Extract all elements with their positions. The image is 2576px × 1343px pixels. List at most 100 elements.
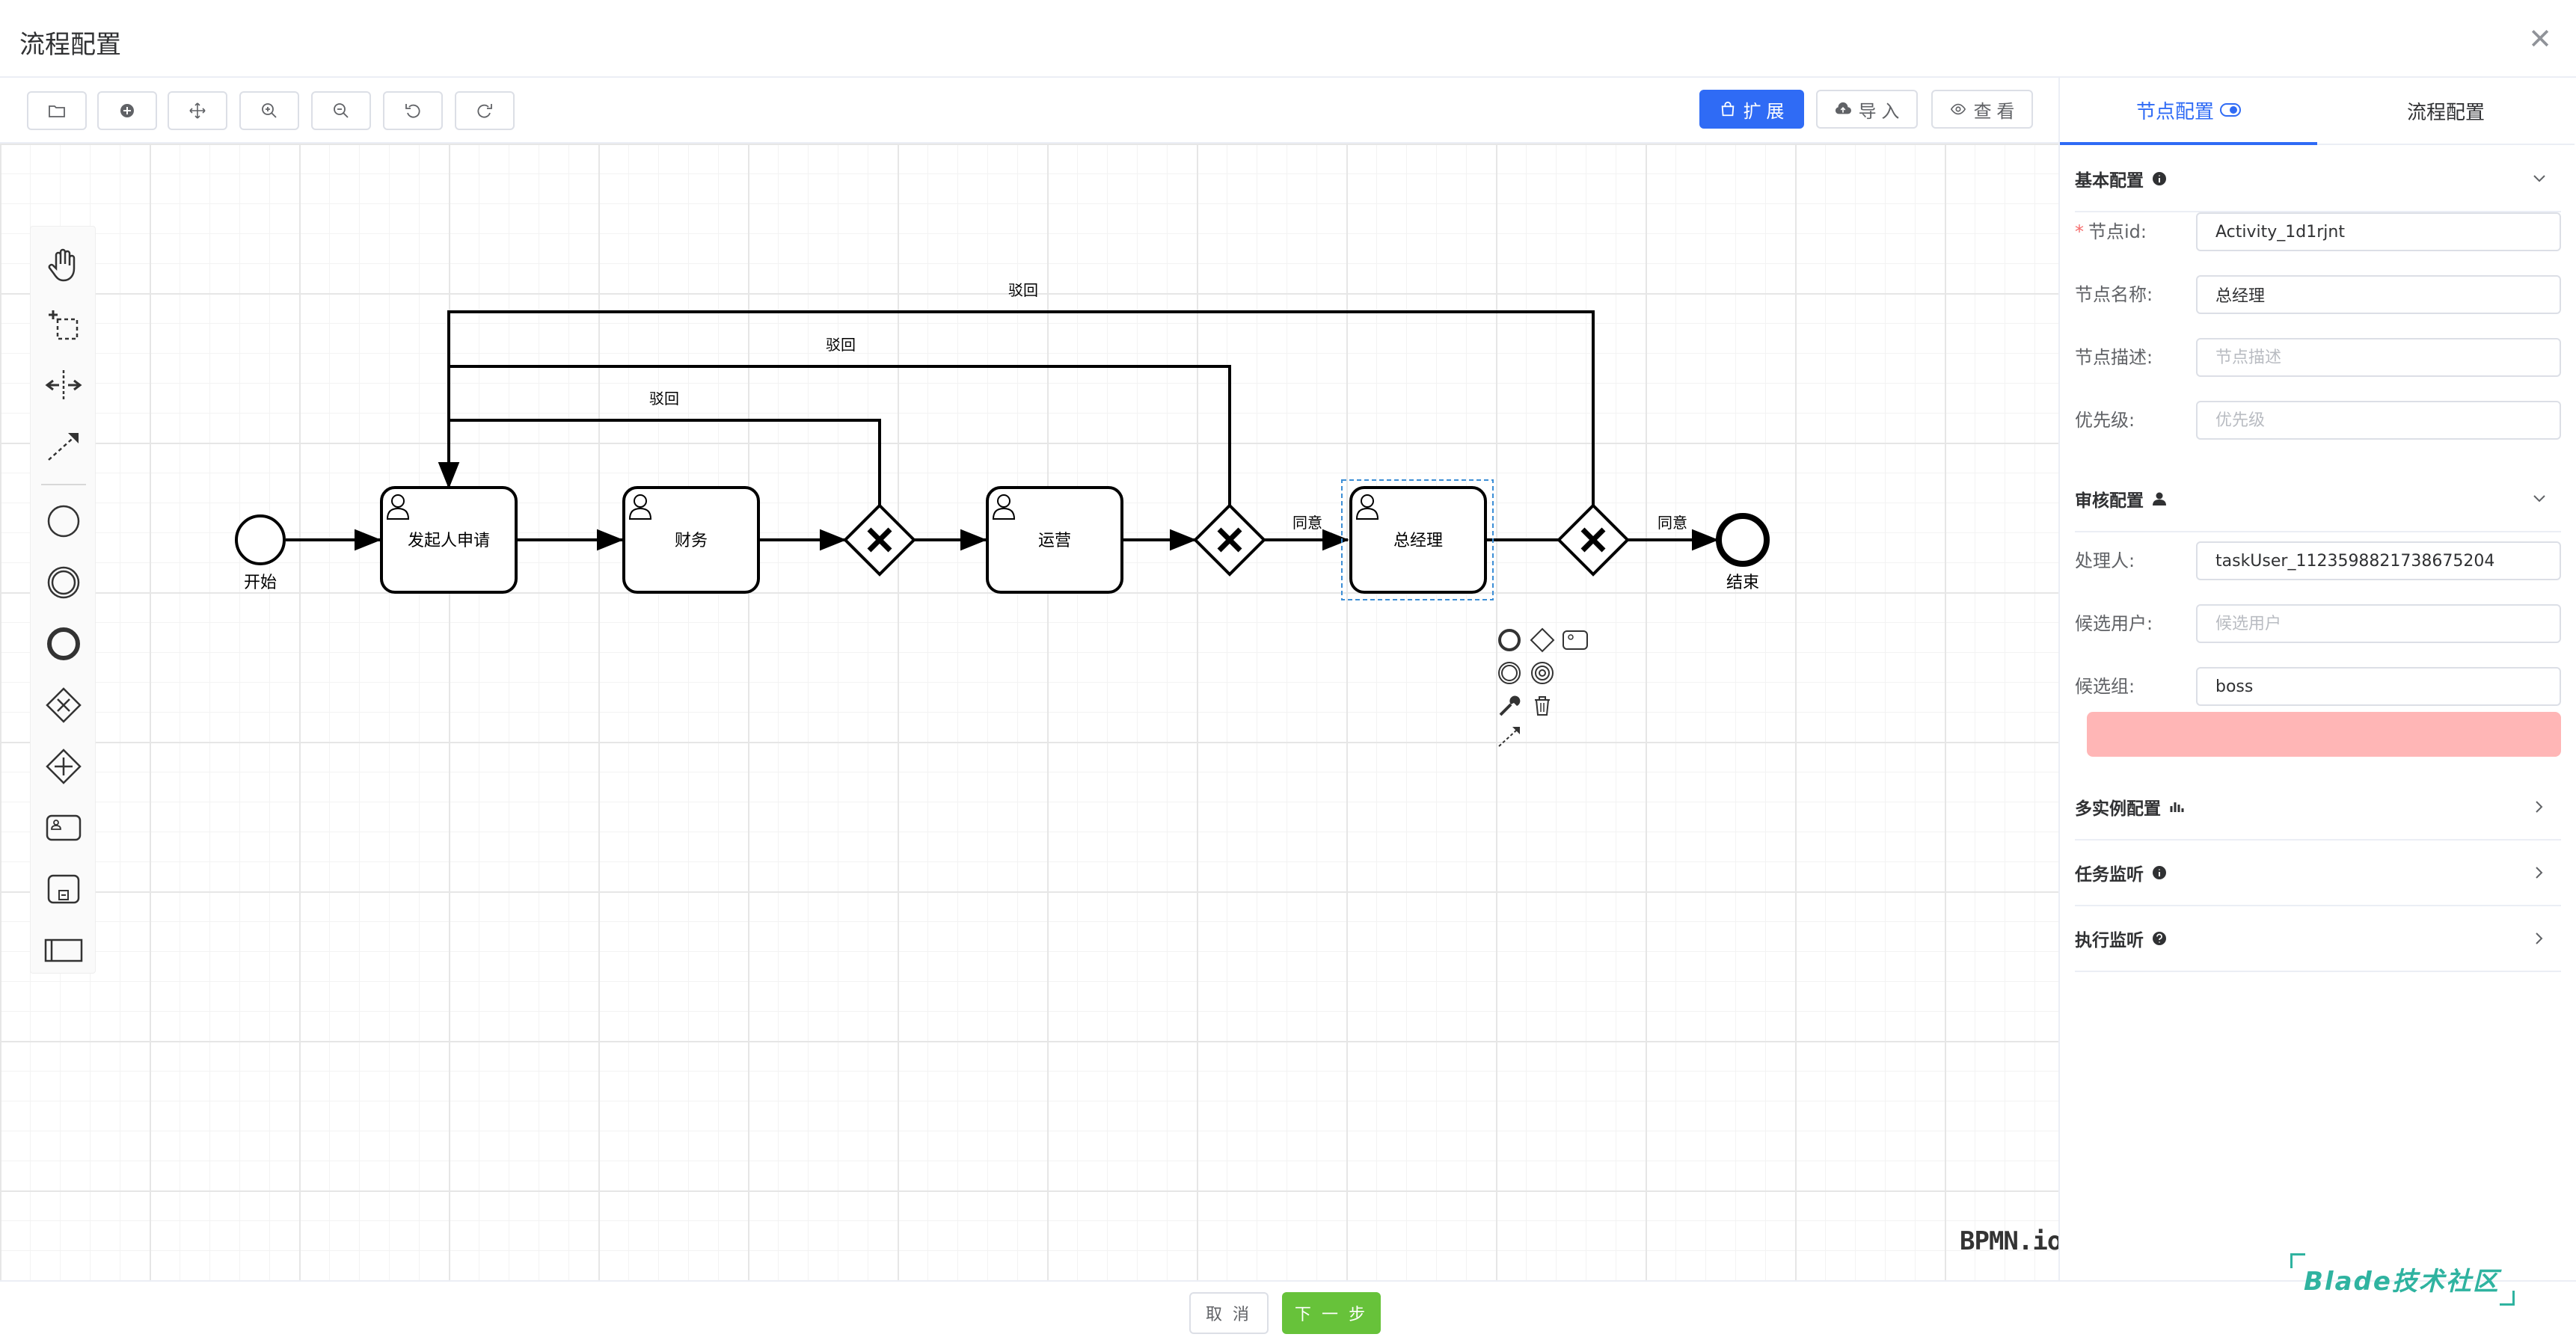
exclusive-gateway-3[interactable] <box>1557 503 1630 577</box>
reject-flow-inner[interactable] <box>449 419 881 537</box>
tab-node-config[interactable]: 节点配置 <box>2060 78 2317 145</box>
zoom-in-button[interactable] <box>239 91 299 130</box>
connect-element[interactable] <box>1494 721 1524 751</box>
priority-input[interactable] <box>2196 401 2561 440</box>
bpmn-canvas[interactable]: 驳回 驳回 驳回 同意 同意 开始 发起人申请 <box>0 144 2062 1280</box>
create-end-event[interactable] <box>37 617 91 671</box>
append-gateway[interactable] <box>1527 625 1557 655</box>
fit-viewport-button[interactable] <box>168 91 227 130</box>
handler-input[interactable] <box>2196 541 2561 580</box>
chevron-down-icon <box>2533 495 2545 503</box>
user-task-icon <box>1563 630 1588 650</box>
zoom-out-icon <box>334 103 349 118</box>
delete-element[interactable] <box>1527 691 1557 721</box>
section-exec-listener[interactable]: 执行监听 <box>2075 906 2561 972</box>
dialog-title: 流程配置 <box>19 30 121 60</box>
hand-tool[interactable] <box>37 237 91 291</box>
redo-button[interactable] <box>455 91 515 130</box>
candidate-users-input[interactable] <box>2196 604 2561 643</box>
create-new-button[interactable] <box>97 91 157 130</box>
toggle-icon <box>2220 103 2241 117</box>
node-id-label: *节点id: <box>2075 221 2147 242</box>
node-name-input[interactable] <box>2196 275 2561 314</box>
chevron-right-icon <box>2536 867 2543 879</box>
bpmn-diagram: 驳回 驳回 驳回 同意 同意 开始 发起人申请 <box>235 281 1770 600</box>
section-review-config[interactable]: 审核配置 <box>2075 467 2561 532</box>
start-event[interactable] <box>235 514 286 565</box>
section-task-listener-title: 任务监听 <box>2075 865 2144 885</box>
move-icon <box>189 102 206 119</box>
info-icon <box>2153 172 2166 185</box>
task-finance[interactable]: 财务 <box>622 486 760 594</box>
create-exclusive-gateway[interactable] <box>37 678 91 732</box>
subprocess-icon <box>47 874 80 904</box>
node-desc-input[interactable] <box>2196 338 2561 377</box>
space-tool[interactable] <box>37 358 91 412</box>
section-multi-instance[interactable]: 多实例配置 <box>2075 775 2561 840</box>
cloud-upload-icon <box>1835 102 1851 114</box>
zoom-out-button[interactable] <box>311 91 371 130</box>
section-basic-config[interactable]: 基本配置 <box>2075 147 2561 212</box>
agree-label-2: 同意 <box>1657 514 1687 532</box>
change-type[interactable] <box>1494 691 1524 721</box>
reject-flow-outer[interactable] <box>438 310 1595 537</box>
extend-button[interactable]: 扩 展 <box>1699 90 1804 129</box>
candidate-group-label: 候选组: <box>2075 676 2135 697</box>
tab-process-config[interactable]: 流程配置 <box>2317 78 2575 145</box>
create-subprocess[interactable] <box>37 862 91 916</box>
append-event[interactable] <box>1527 658 1557 688</box>
task-general-manager[interactable]: 总经理 <box>1341 479 1494 600</box>
import-button[interactable]: 导 入 <box>1816 90 1918 129</box>
candidate-users-label: 候选用户: <box>2075 613 2153 634</box>
info-icon <box>2153 866 2166 879</box>
task-apply[interactable]: 发起人申请 <box>380 486 518 594</box>
create-start-event[interactable] <box>37 494 91 548</box>
section-multi-instance-title: 多实例配置 <box>2075 799 2161 819</box>
user-icon <box>628 494 652 520</box>
section-basic-config-title: 基本配置 <box>2075 171 2144 191</box>
create-pool[interactable] <box>37 923 91 977</box>
section-task-listener[interactable]: 任务监听 <box>2075 840 2561 906</box>
end-event-label: 结束 <box>1726 574 1759 592</box>
append-end-event[interactable] <box>1494 625 1524 655</box>
task-operations-label: 运营 <box>1038 532 1071 550</box>
task-finance-label: 财务 <box>675 532 708 550</box>
add-circle-icon <box>120 104 134 117</box>
open-file-button[interactable] <box>27 91 87 130</box>
user-task-icon <box>46 814 82 841</box>
create-parallel-gateway[interactable] <box>37 740 91 793</box>
tab-node-config-label: 节点配置 <box>2135 100 2214 123</box>
section-exec-listener-title: 执行监听 <box>2075 931 2144 950</box>
end-event-icon <box>1498 629 1521 651</box>
global-connect-tool[interactable] <box>37 418 91 472</box>
user-icon <box>386 494 410 520</box>
task-operations[interactable]: 运营 <box>986 486 1123 594</box>
gateway-icon <box>1530 627 1555 653</box>
candidate-group-input[interactable] <box>2196 667 2561 706</box>
reject-flow-middle[interactable] <box>449 365 1231 368</box>
parallel-gateway-icon <box>46 749 82 784</box>
undo-button[interactable] <box>383 91 443 130</box>
append-intermediate-event[interactable] <box>1494 658 1524 688</box>
dialog-footer: 取 消 下 一 步 <box>0 1280 2576 1343</box>
start-event-label: 开始 <box>244 574 277 592</box>
append-task[interactable] <box>1560 625 1590 655</box>
exclusive-gateway-2[interactable] <box>1193 503 1266 577</box>
close-icon[interactable]: ✕ <box>2528 22 2552 55</box>
node-desc-label: 节点描述: <box>2075 347 2153 368</box>
redo-icon <box>477 104 492 118</box>
node-id-input[interactable] <box>2196 212 2561 251</box>
create-user-task[interactable] <box>37 801 91 855</box>
pool-icon <box>44 938 83 962</box>
properties-panel: 节点配置 流程配置 基本配置 *节点id: 节点名称: 节点描述: 优先级: 审… <box>2058 78 2576 1280</box>
end-event[interactable] <box>1716 513 1770 567</box>
tool-palette <box>30 226 96 974</box>
cancel-button[interactable]: 取 消 <box>1189 1292 1269 1334</box>
create-intermediate-event[interactable] <box>37 556 91 609</box>
exclusive-gateway-1[interactable] <box>843 503 916 577</box>
lasso-tool[interactable] <box>37 298 91 352</box>
view-button[interactable]: 查 看 <box>1931 90 2033 129</box>
reject-label-middle: 驳回 <box>826 336 856 354</box>
bpmn-io-logo[interactable]: BPMN.io <box>1960 1226 2062 1256</box>
next-step-button[interactable]: 下 一 步 <box>1282 1292 1381 1334</box>
